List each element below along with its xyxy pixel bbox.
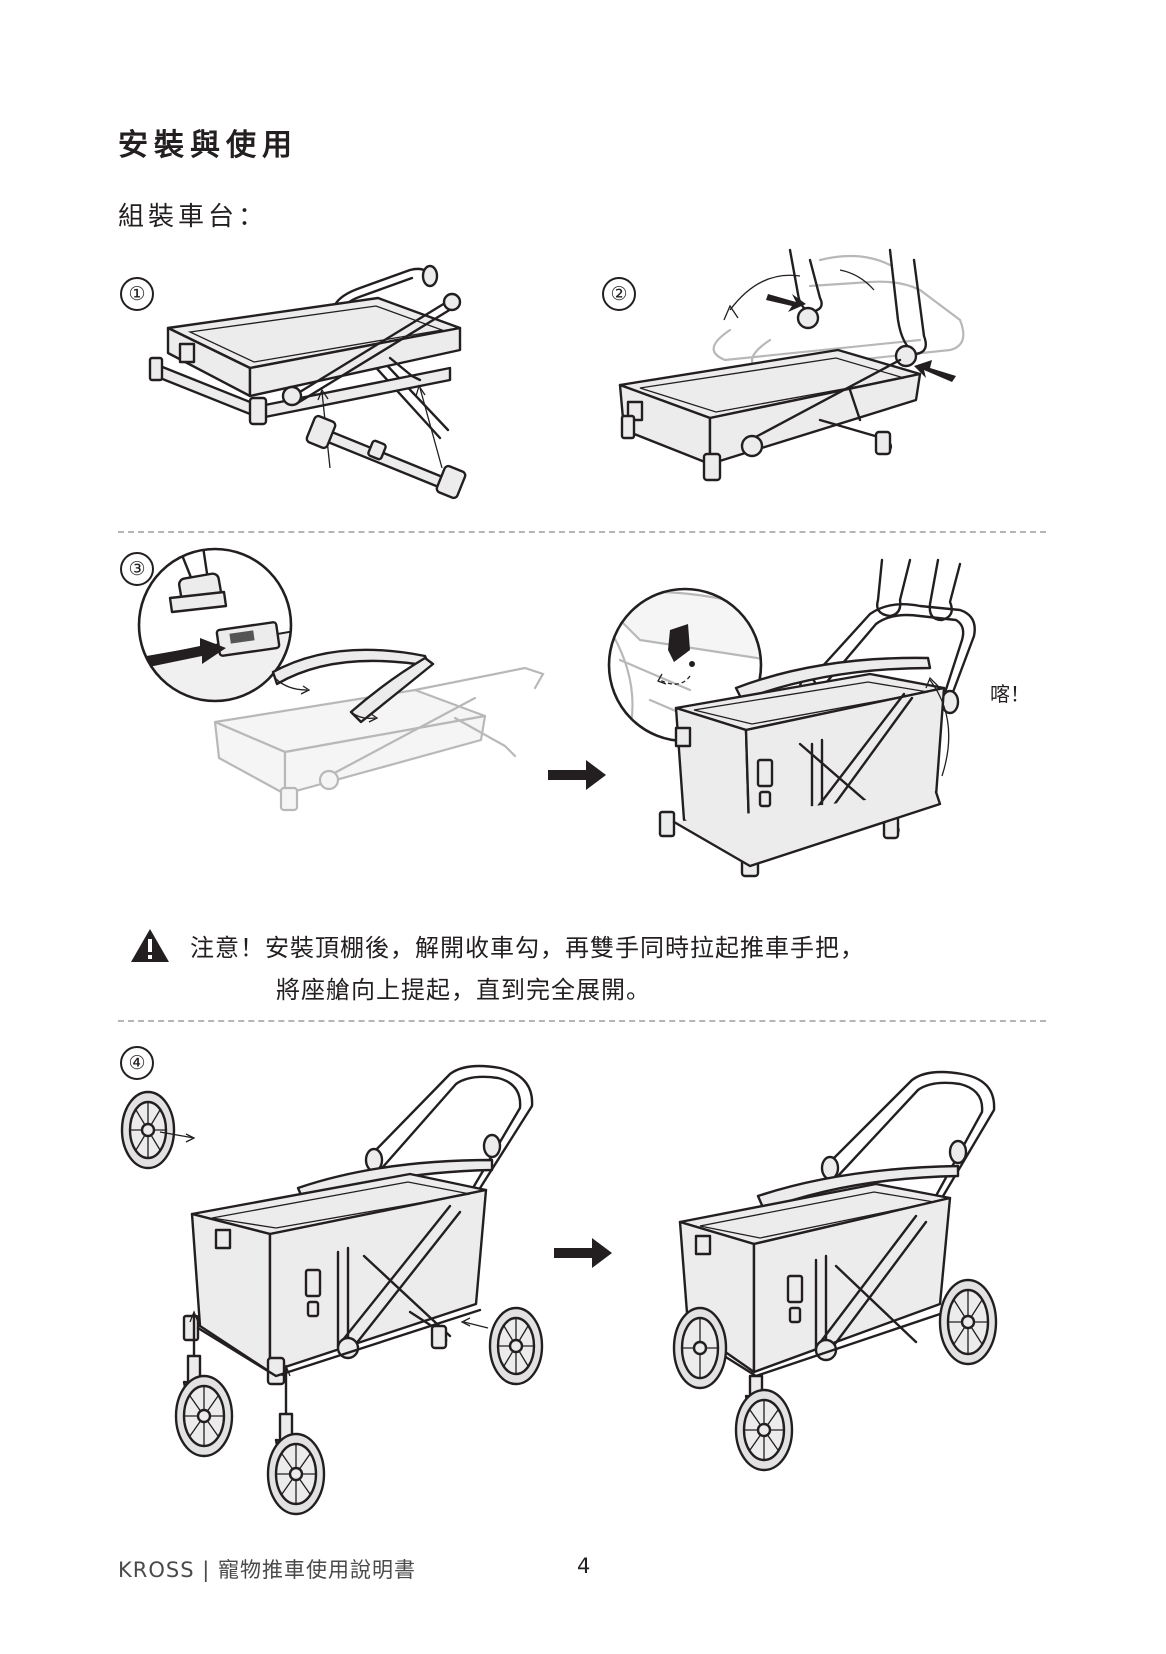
step3-canopy-illustration	[213, 648, 545, 812]
right-arrow-icon	[554, 1238, 612, 1268]
step2-illustration	[618, 248, 965, 482]
step4-assembled-stroller	[672, 1070, 998, 1472]
step-number-1: ①	[120, 277, 154, 311]
page-number: 4	[577, 1554, 591, 1578]
step-divider	[118, 1020, 1046, 1022]
step-divider	[118, 531, 1046, 533]
step3-unfolded-stroller	[658, 558, 976, 878]
step-number-3: ③	[120, 552, 154, 586]
click-sound-label: 喀！	[990, 682, 1030, 706]
warning-text-line2: 將座艙向上提起，直到完全展開。	[276, 976, 651, 1004]
footer-brand: KROSS | 寵物推車使用說明書	[118, 1558, 416, 1582]
step1-illustration	[148, 264, 467, 500]
step-number-4: ④	[120, 1046, 154, 1080]
step3-detail-circle	[137, 547, 293, 703]
page-title: 安裝與使用	[118, 128, 298, 163]
right-arrow-icon	[548, 760, 606, 790]
step-number-2: ②	[602, 277, 636, 311]
step4-wheel-assembly	[120, 1064, 544, 1516]
warning-triangle-icon	[131, 929, 169, 962]
warning-text-line1: 注意！安裝頂棚後，解開收車勾，再雙手同時拉起推車手把，	[190, 934, 865, 962]
section-subtitle: 組裝車台：	[118, 202, 269, 232]
